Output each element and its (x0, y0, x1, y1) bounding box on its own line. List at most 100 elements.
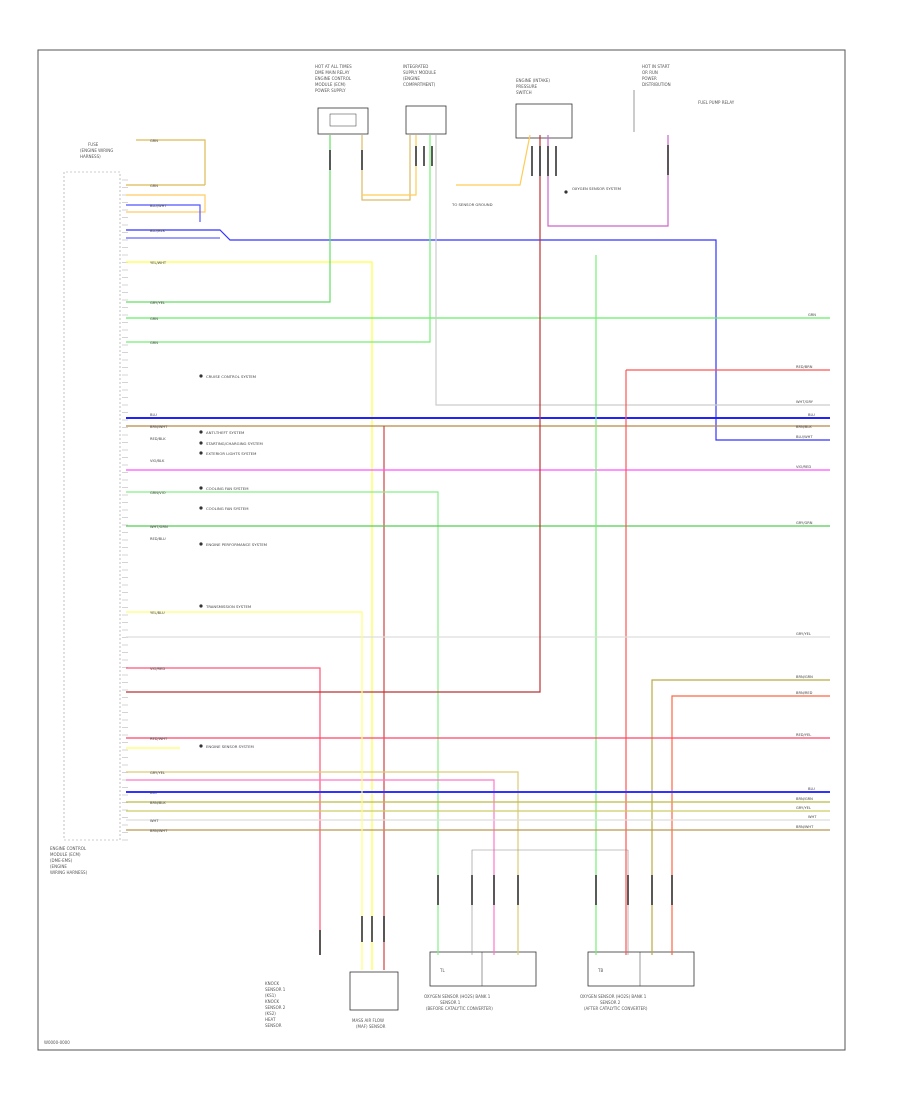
svg-text:ENGINE PERFORMANCE SYSTEM: ENGINE PERFORMANCE SYSTEM (206, 542, 267, 547)
svg-text:BRN/GRN: BRN/GRN (796, 797, 813, 801)
svg-text:OXYGEN SENSOR (HO2S) BANK 1: OXYGEN SENSOR (HO2S) BANK 1 (580, 994, 647, 999)
svg-text:GRY/YEL: GRY/YEL (150, 301, 165, 305)
svg-text:(KS2): (KS2) (265, 1011, 276, 1016)
svg-text:VIO/RED: VIO/RED (150, 667, 165, 671)
svg-text:HOT AT ALL TIMES: HOT AT ALL TIMES (315, 64, 352, 69)
svg-text:OXYGEN SENSOR (HO2S) BANK 1: OXYGEN SENSOR (HO2S) BANK 1 (424, 994, 491, 999)
right-wire-labels: GRN RED/BRN WHT/GRY BLU BRN/BLK BLU/WHT … (796, 313, 817, 829)
wire-grn-vio (126, 491, 439, 955)
svg-text:VIO/BLK: VIO/BLK (150, 459, 165, 463)
svg-text:SENSOR 2: SENSOR 2 (265, 1005, 286, 1010)
wire-grn-top (136, 139, 206, 185)
svg-text:OXYGEN SENSOR SYSTEM: OXYGEN SENSOR SYSTEM (572, 186, 621, 191)
svg-text:CRUISE CONTROL SYSTEM: CRUISE CONTROL SYSTEM (206, 374, 256, 379)
svg-text:RED/BLK: RED/BLK (150, 437, 166, 441)
svg-text:COOLING FAN SYSTEM: COOLING FAN SYSTEM (206, 506, 248, 511)
svg-text:GRN: GRN (808, 313, 816, 317)
svg-text:BRN/BLK: BRN/BLK (796, 425, 812, 429)
svg-text:BRN/GRN: BRN/GRN (796, 675, 813, 679)
svg-text:ANTI-THEFT SYSTEM: ANTI-THEFT SYSTEM (206, 430, 244, 435)
svg-text:(ENGINE: (ENGINE (403, 76, 420, 81)
svg-text:STARTING/CHARGING SYSTEM: STARTING/CHARGING SYSTEM (206, 441, 263, 446)
svg-text:RED/WHT: RED/WHT (150, 737, 168, 741)
o2b-box (587, 951, 695, 987)
svg-text:WIRING HARNESS): WIRING HARNESS) (50, 870, 88, 875)
svg-text:GRY/YEL: GRY/YEL (150, 771, 165, 775)
corner-label: W0000-0000 (44, 1040, 70, 1045)
bottom-o2-sensor-1: TL OXYGEN SENSOR (HO2S) BANK 1 SENSOR 1 … (424, 951, 537, 1011)
svg-text:COOLING FAN SYSTEM: COOLING FAN SYSTEM (206, 486, 248, 491)
wire-gry-yel-b (126, 771, 519, 955)
svg-text:GRY/YEL: GRY/YEL (796, 806, 811, 810)
svg-text:TB: TB (597, 968, 603, 973)
wire-wht-gry (435, 135, 830, 406)
svg-text:WHT: WHT (150, 819, 159, 823)
top-center-component: ENGINE (INTAKE) PRESSURE SWITCH (515, 78, 573, 139)
svg-text:GRN/VIO: GRN/VIO (150, 491, 166, 495)
note-dot (199, 441, 203, 445)
svg-text:BRN/WHT: BRN/WHT (150, 829, 168, 833)
ecm-outline (63, 171, 121, 841)
bottom-knock-sensor: KNOCK SENSOR 1 (KS1) KNOCK SENSOR 2 (KS2… (265, 981, 286, 1028)
top-mid-box (405, 105, 447, 135)
svg-text:GRY/YEL: GRY/YEL (796, 632, 811, 636)
svg-text:SENSOR 1: SENSOR 1 (265, 987, 286, 992)
svg-text:HOT IN START: HOT IN START (642, 64, 670, 69)
wire-fuel (456, 134, 531, 186)
top-left-relay-box (317, 107, 369, 135)
svg-text:BRN/RED: BRN/RED (796, 691, 813, 695)
wire-grn-relay (126, 135, 331, 303)
svg-text:MODULE (ECM): MODULE (ECM) (315, 82, 346, 87)
svg-text:(ENGINE WIRING: (ENGINE WIRING (80, 148, 113, 153)
wire-yel-maf (126, 611, 363, 970)
svg-text:GRN: GRN (150, 317, 158, 321)
top-mid-component: INTEGRATED SUPPLY MODULE (ENGINE COMPART… (403, 64, 447, 135)
ecm-label: ENGINE CONTROL MODULE (ECM) (DME-EMS) (E… (50, 846, 88, 875)
svg-text:YEL/BLU: YEL/BLU (150, 611, 165, 615)
svg-text:(DME-EMS): (DME-EMS) (50, 858, 73, 863)
wires (126, 134, 830, 970)
svg-text:INTEGRATED: INTEGRATED (403, 64, 428, 69)
top-left-relay-inner (329, 113, 357, 127)
svg-text:WHT: WHT (808, 815, 817, 819)
svg-text:GRN: GRN (150, 184, 158, 188)
top-right-component: HOT IN START OR RUN POWER DISTRIBUTION F… (633, 64, 735, 132)
ecm-sub-label: FUSE (ENGINE WIRING HARNESS) (80, 142, 113, 159)
left-wire-labels: GRN GRN BLU/WHT BLU/BLK YEL/WHT GRY/YEL … (150, 139, 168, 833)
svg-text:BLU: BLU (808, 413, 815, 417)
wire-brn-grn-r (651, 679, 830, 955)
note-dot (199, 604, 203, 608)
wire-red-blu-top (547, 135, 669, 227)
note-dot (564, 190, 568, 194)
svg-text:ENGINE (INTAKE): ENGINE (INTAKE) (516, 78, 550, 83)
svg-text:TRANSMISSION SYSTEM: TRANSMISSION SYSTEM (205, 604, 251, 609)
wire-red-brn-long (625, 369, 830, 955)
wire-grn-3 (126, 194, 206, 213)
top-left-component: HOT AT ALL TIMES DME MAIN RELAY ENGINE C… (315, 64, 369, 135)
svg-text:(BEFORE CATALYTIC CONVERTER): (BEFORE CATALYTIC CONVERTER) (426, 1006, 493, 1011)
svg-text:BLU/BLK: BLU/BLK (150, 229, 166, 233)
connector-stubs (319, 145, 673, 955)
wire-gray-relay (361, 135, 411, 201)
svg-text:MASS AIR FLOW: MASS AIR FLOW (352, 1018, 384, 1023)
svg-text:TL: TL (439, 968, 445, 973)
svg-text:SENSOR: SENSOR (265, 1023, 282, 1028)
svg-text:ENGINE CONTROL: ENGINE CONTROL (50, 846, 87, 851)
note-dot (199, 744, 203, 748)
page-frame (37, 49, 846, 1051)
svg-text:HEAT: HEAT (265, 1017, 276, 1022)
svg-text:(AFTER CATALYTIC CONVERTER): (AFTER CATALYTIC CONVERTER) (584, 1006, 648, 1011)
svg-text:BLU: BLU (150, 413, 157, 417)
svg-text:BLU/WHT: BLU/WHT (150, 204, 167, 208)
svg-text:SENSOR 1: SENSOR 1 (440, 1000, 461, 1005)
wire-vio-knock (126, 779, 495, 955)
wire-brn-red-r (671, 695, 830, 955)
svg-text:GRN: GRN (150, 341, 158, 345)
bottom-o2-sensor-2: TB OXYGEN SENSOR (HO2S) BANK 1 SENSOR 2 … (580, 951, 695, 1011)
top-center-box (515, 103, 573, 139)
svg-text:HARNESS): HARNESS) (80, 154, 101, 159)
note-dot (199, 451, 203, 455)
svg-text:SENSOR 2: SENSOR 2 (600, 1000, 621, 1005)
svg-text:RED/BRN: RED/BRN (796, 365, 813, 369)
